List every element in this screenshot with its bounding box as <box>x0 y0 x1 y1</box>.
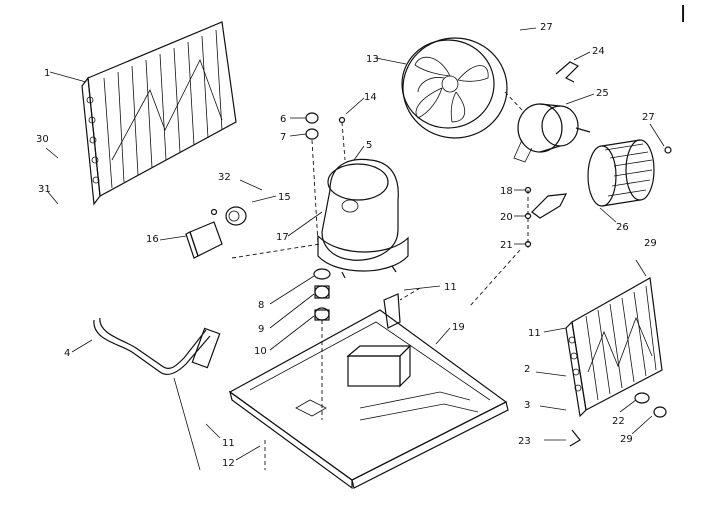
callout-24: 24 <box>592 46 605 57</box>
callout-10: 10 <box>254 346 267 357</box>
screw-27-right <box>664 146 672 154</box>
clip-23 <box>569 429 581 447</box>
corner-mark: l <box>680 3 686 28</box>
bracket-24 <box>555 61 580 83</box>
callout-25: 25 <box>596 88 609 99</box>
blower-wheel <box>587 139 655 207</box>
callout-29-top: 29 <box>644 238 657 249</box>
callout-8: 8 <box>258 300 264 311</box>
condenser-fan-blade <box>401 37 508 139</box>
callout-20: 20 <box>500 212 513 223</box>
bracket-20 <box>531 193 568 219</box>
callout-17: 17 <box>276 232 289 243</box>
callout-11-right: 11 <box>528 328 541 339</box>
grommet-6 <box>305 112 319 124</box>
callout-18: 18 <box>500 186 513 197</box>
callout-27-right: 27 <box>642 112 655 123</box>
condenser-coil <box>81 21 237 206</box>
callout-15: 15 <box>278 192 291 203</box>
callout-7: 7 <box>280 132 286 143</box>
callout-32: 32 <box>218 172 231 183</box>
callout-31: 31 <box>38 184 51 195</box>
callout-5: 5 <box>366 140 372 151</box>
callout-29-bottom: 29 <box>620 434 633 445</box>
fan-motor <box>513 103 591 163</box>
fitting-29 <box>653 406 667 418</box>
callout-27-top: 27 <box>540 22 553 33</box>
overload-protector <box>225 206 247 226</box>
callout-9: 9 <box>258 324 264 335</box>
callout-13: 13 <box>366 54 379 65</box>
callout-6: 6 <box>280 114 286 125</box>
fitting-22 <box>634 392 650 404</box>
callout-labels: 1 30 31 4 13 27 24 25 27 26 6 7 14 5 32 … <box>36 22 657 469</box>
callout-1: 1 <box>44 68 50 79</box>
compressor <box>317 158 409 279</box>
callout-2: 2 <box>524 364 530 375</box>
tube-4 <box>93 317 221 376</box>
leader-lines <box>45 27 665 461</box>
callout-30: 30 <box>36 134 49 145</box>
callout-21: 21 <box>500 240 513 251</box>
callout-12: 12 <box>222 458 235 469</box>
callout-16: 16 <box>146 234 159 245</box>
compressor-mount-stack <box>313 268 331 321</box>
callout-23: 23 <box>518 436 531 447</box>
callout-11-upper: 11 <box>444 282 457 293</box>
evaporator-coil <box>565 277 663 418</box>
callout-22: 22 <box>612 416 625 427</box>
base-pan <box>228 293 509 490</box>
callout-14: 14 <box>364 92 377 103</box>
grommet-7 <box>305 128 319 140</box>
callout-19: 19 <box>452 322 465 333</box>
callout-4: 4 <box>64 348 70 359</box>
terminal-cover <box>185 221 223 259</box>
callout-3: 3 <box>524 400 530 411</box>
callout-11-lower: 11 <box>222 438 235 449</box>
callout-26: 26 <box>616 222 629 233</box>
